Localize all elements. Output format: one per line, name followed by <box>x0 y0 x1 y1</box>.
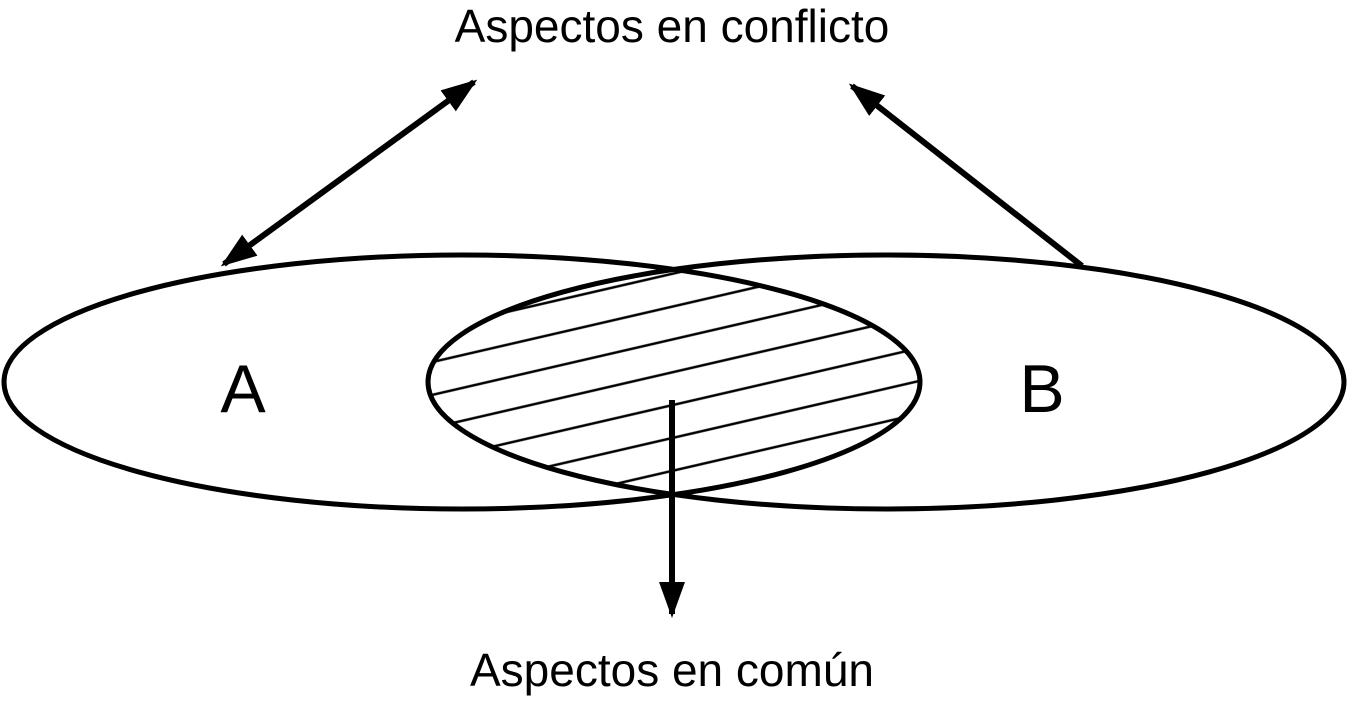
title-conflict: Aspectos en conflicto <box>455 0 890 52</box>
ellipse-b <box>425 252 1347 512</box>
set-b-label: B <box>1019 351 1064 427</box>
intersection-hatch <box>428 255 920 509</box>
set-a-label: A <box>220 351 266 427</box>
label-common: Aspectos en común <box>470 644 874 696</box>
arrow-conflict-left <box>220 79 478 267</box>
arrow-conflict-right <box>848 83 1084 269</box>
